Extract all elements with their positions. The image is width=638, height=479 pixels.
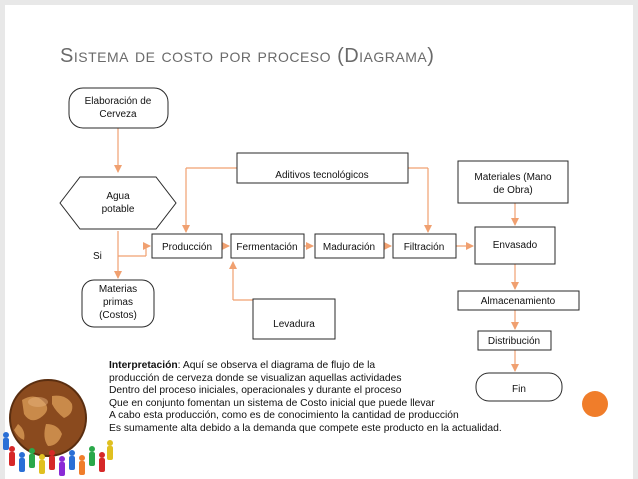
- node-materias-line3: (Costos): [99, 310, 137, 321]
- people-figures: [3, 432, 113, 476]
- flow-connectors: [114, 128, 519, 372]
- svg-text:Fin: Fin: [512, 384, 526, 395]
- node-agua-line2: potable: [102, 204, 135, 215]
- interpretation-text: Interpretación: Aquí se observa el diagr…: [109, 360, 502, 435]
- interpretation-line3: Dentro del proceso iniciales, operaciona…: [109, 385, 402, 396]
- label-si: Si: [93, 251, 102, 262]
- node-produccion: Producción: [151, 233, 223, 259]
- svg-text:Almacenamiento: Almacenamiento: [481, 296, 556, 307]
- accent-circle: [582, 391, 608, 417]
- node-materiales-line1: Materiales (Mano: [474, 172, 552, 183]
- node-almacenamiento: Almacenamiento: [457, 290, 580, 311]
- node-agua-potable: Agua potable: [59, 176, 177, 230]
- svg-text:Fermentación: Fermentación: [236, 242, 297, 253]
- node-agua-line1: Agua: [106, 191, 130, 202]
- svg-text:Levadura: Levadura: [273, 319, 315, 330]
- node-elaboracion-line2: Cerveza: [99, 109, 137, 120]
- node-fermentacion: Fermentación: [230, 233, 305, 259]
- slide-frame-top: [0, 0, 638, 5]
- svg-text:Envasado: Envasado: [493, 240, 538, 251]
- interpretation-line5: A cabo esta producción, como es de conoc…: [109, 410, 459, 421]
- slide-frame-left: [0, 0, 5, 479]
- node-levadura: Levadura: [252, 298, 336, 340]
- interpretation-line2: producción de cerveza donde se visualiza…: [109, 372, 402, 384]
- node-elaboracion-line1: Elaboración de: [85, 96, 152, 107]
- node-materias-primas: Materias primas (Costos): [81, 279, 155, 328]
- node-maduracion: Maduración: [314, 233, 385, 259]
- slide-frame-right: [633, 0, 638, 479]
- node-distribucion: Distribución: [477, 330, 552, 351]
- interpretation-line4: Que en conjunto fomentan un sistema de C…: [109, 397, 435, 409]
- interpretation-line1: : Aquí se observa el diagrama de flujo d…: [177, 360, 376, 371]
- svg-text:Maduración: Maduración: [323, 242, 375, 253]
- slide-title: Sistema de costo por proceso (Diagrama): [60, 45, 435, 67]
- globe-with-people-icon: [9, 379, 87, 457]
- node-fin: Fin: [475, 372, 563, 402]
- interpretation-line6: Es sumamente alta debido a la demanda qu…: [109, 422, 502, 434]
- svg-text:Producción: Producción: [162, 242, 212, 253]
- node-materias-line1: Materias: [99, 284, 137, 295]
- svg-text:Aditivos tecnológicos: Aditivos tecnológicos: [275, 170, 368, 181]
- node-envasado: Envasado: [474, 226, 556, 265]
- node-materiales-line2: de Obra): [493, 185, 532, 196]
- svg-text:Filtración: Filtración: [404, 242, 445, 253]
- svg-text:Distribución: Distribución: [488, 336, 540, 347]
- node-filtracion: Filtración: [392, 233, 457, 259]
- node-materias-line2: primas: [103, 297, 133, 308]
- node-elaboracion-cerveza: Elaboración de Cerveza: [68, 87, 169, 129]
- node-materiales-mano-obra: Materiales (Mano de Obra): [457, 160, 569, 204]
- interpretation-label: Interpretación: [109, 360, 178, 371]
- node-aditivos-tecnologicos: Aditivos tecnológicos: [236, 152, 409, 184]
